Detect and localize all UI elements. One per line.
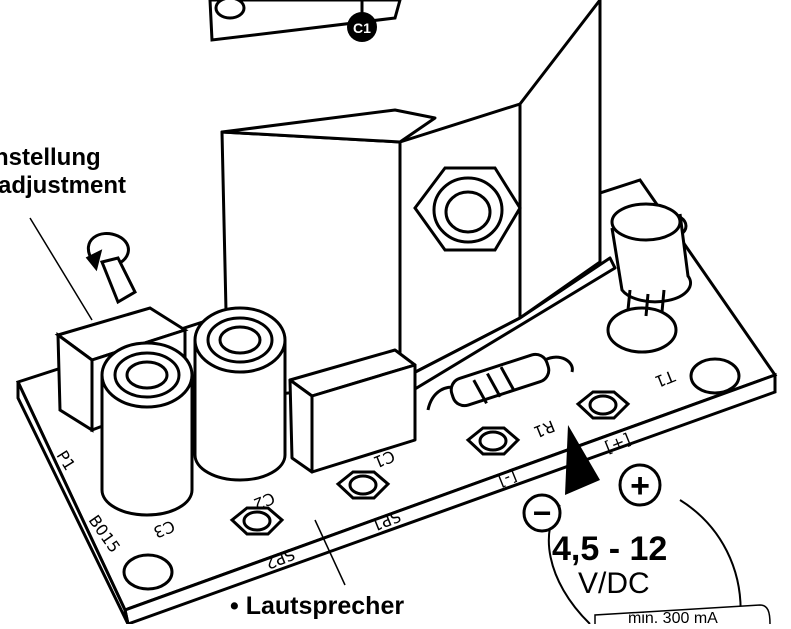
current-label: min. 300 mA xyxy=(628,610,718,627)
capacitor-c2 xyxy=(193,306,287,482)
capacitor-c1 xyxy=(288,348,417,474)
heatsink-nut xyxy=(413,166,522,252)
pad-sp1 xyxy=(335,470,391,500)
pad-minus xyxy=(465,426,521,456)
power-callout: − + xyxy=(522,425,771,625)
minus-circle xyxy=(522,493,562,533)
voltage-label: 4,5 - 12 xyxy=(552,530,668,568)
pad-plus xyxy=(575,390,631,420)
adjustment-label-de: nstellung xyxy=(0,144,101,171)
adjustment-label-en: adjustment xyxy=(0,172,127,199)
mounting-hole-right xyxy=(689,357,741,395)
plus-icon: + xyxy=(630,467,650,505)
mounting-hole-left xyxy=(122,553,174,591)
capacitor-callout-label: C1 xyxy=(353,20,371,36)
transistor-t1 xyxy=(606,202,693,354)
pad-sp2 xyxy=(229,506,285,536)
top-board-fragment xyxy=(208,0,402,42)
speaker-label: • Lautsprecher xyxy=(230,592,405,620)
plus-circle xyxy=(618,463,662,507)
screwdriver-rotate-icon xyxy=(85,232,137,305)
resistor-r1 xyxy=(426,352,574,411)
pointer-arrow xyxy=(565,425,600,495)
speaker-leader-line xyxy=(314,519,346,586)
capacitor-c3 xyxy=(100,341,194,517)
minus-icon: − xyxy=(533,495,552,531)
capacitor-callout-marker: C1 xyxy=(347,0,377,42)
voltage-unit-label: V/DC xyxy=(578,567,650,600)
adjustment-leader-line xyxy=(29,217,93,321)
